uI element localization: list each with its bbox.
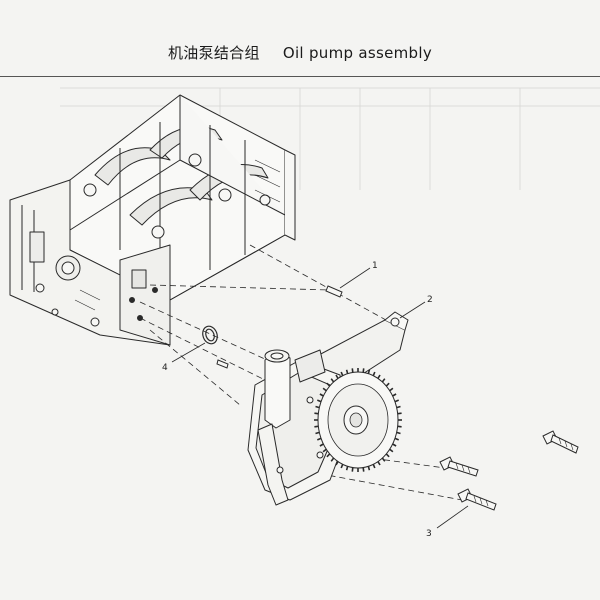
gear-tooth bbox=[326, 382, 331, 387]
gear-tooth bbox=[314, 412, 319, 415]
o-ring bbox=[202, 325, 218, 345]
gear-tooth bbox=[362, 368, 365, 373]
bolt-c bbox=[542, 430, 579, 454]
gear-tooth bbox=[335, 374, 339, 379]
gear-tooth bbox=[385, 453, 390, 458]
gear-tooth bbox=[396, 431, 401, 435]
gear-tooth bbox=[389, 387, 394, 392]
bolt-b bbox=[457, 488, 497, 511]
gear-tooth bbox=[397, 425, 402, 428]
bolt-a bbox=[439, 456, 479, 477]
title-english: Oil pump assembly bbox=[282, 44, 433, 62]
engine-block bbox=[9, 94, 296, 346]
gear-tooth bbox=[351, 368, 354, 373]
pump-drive-gear bbox=[314, 368, 402, 472]
leader-lines bbox=[171, 267, 469, 529]
gear-tooth bbox=[392, 443, 397, 447]
gear-tooth bbox=[319, 393, 324, 397]
gear-tooth bbox=[316, 437, 322, 441]
gear-tooth bbox=[381, 457, 386, 462]
gear-tooth bbox=[367, 466, 371, 471]
callout-1: 1 bbox=[372, 261, 378, 271]
small-dowel bbox=[216, 359, 229, 369]
gear-tooth bbox=[315, 405, 320, 409]
gear-tooth bbox=[315, 431, 320, 435]
gear-tooth bbox=[394, 437, 400, 441]
mounting-bolts bbox=[439, 430, 579, 511]
gear-tooth bbox=[330, 378, 335, 383]
gear-tooth bbox=[351, 467, 354, 472]
gear-tooth bbox=[319, 443, 324, 447]
gear-tooth bbox=[397, 412, 402, 415]
gear-tooth bbox=[316, 399, 322, 403]
gear-tooth bbox=[362, 467, 365, 472]
gear-tooth bbox=[330, 457, 335, 462]
gear-tooth bbox=[367, 369, 371, 374]
gear-tooth bbox=[377, 461, 381, 466]
gear-tooth bbox=[394, 399, 400, 403]
page-title: 机油泵结合组 Oil pump assembly bbox=[0, 42, 600, 63]
gear-tooth bbox=[377, 374, 381, 379]
gear-tooth bbox=[322, 448, 327, 453]
gear-tooth bbox=[314, 425, 319, 428]
gear-tooth bbox=[385, 382, 390, 387]
gear-tooth bbox=[326, 453, 331, 458]
bleed-through-table bbox=[60, 87, 600, 190]
gear-tooth bbox=[396, 405, 401, 409]
callout-3: 3 bbox=[426, 529, 432, 539]
gear-tooth bbox=[381, 378, 386, 383]
gear-tooth bbox=[392, 393, 397, 397]
gear-tooth bbox=[322, 387, 327, 392]
gear-tooth bbox=[389, 448, 394, 453]
title-divider bbox=[0, 76, 600, 77]
gear-tooth bbox=[345, 369, 349, 374]
callout-4: 4 bbox=[162, 363, 168, 373]
gear-tooth bbox=[345, 466, 349, 471]
gear-tooth bbox=[335, 461, 339, 466]
dowel-pin bbox=[325, 285, 343, 298]
callout-2: 2 bbox=[427, 295, 433, 305]
title-chinese: 机油泵结合组 bbox=[167, 44, 260, 62]
